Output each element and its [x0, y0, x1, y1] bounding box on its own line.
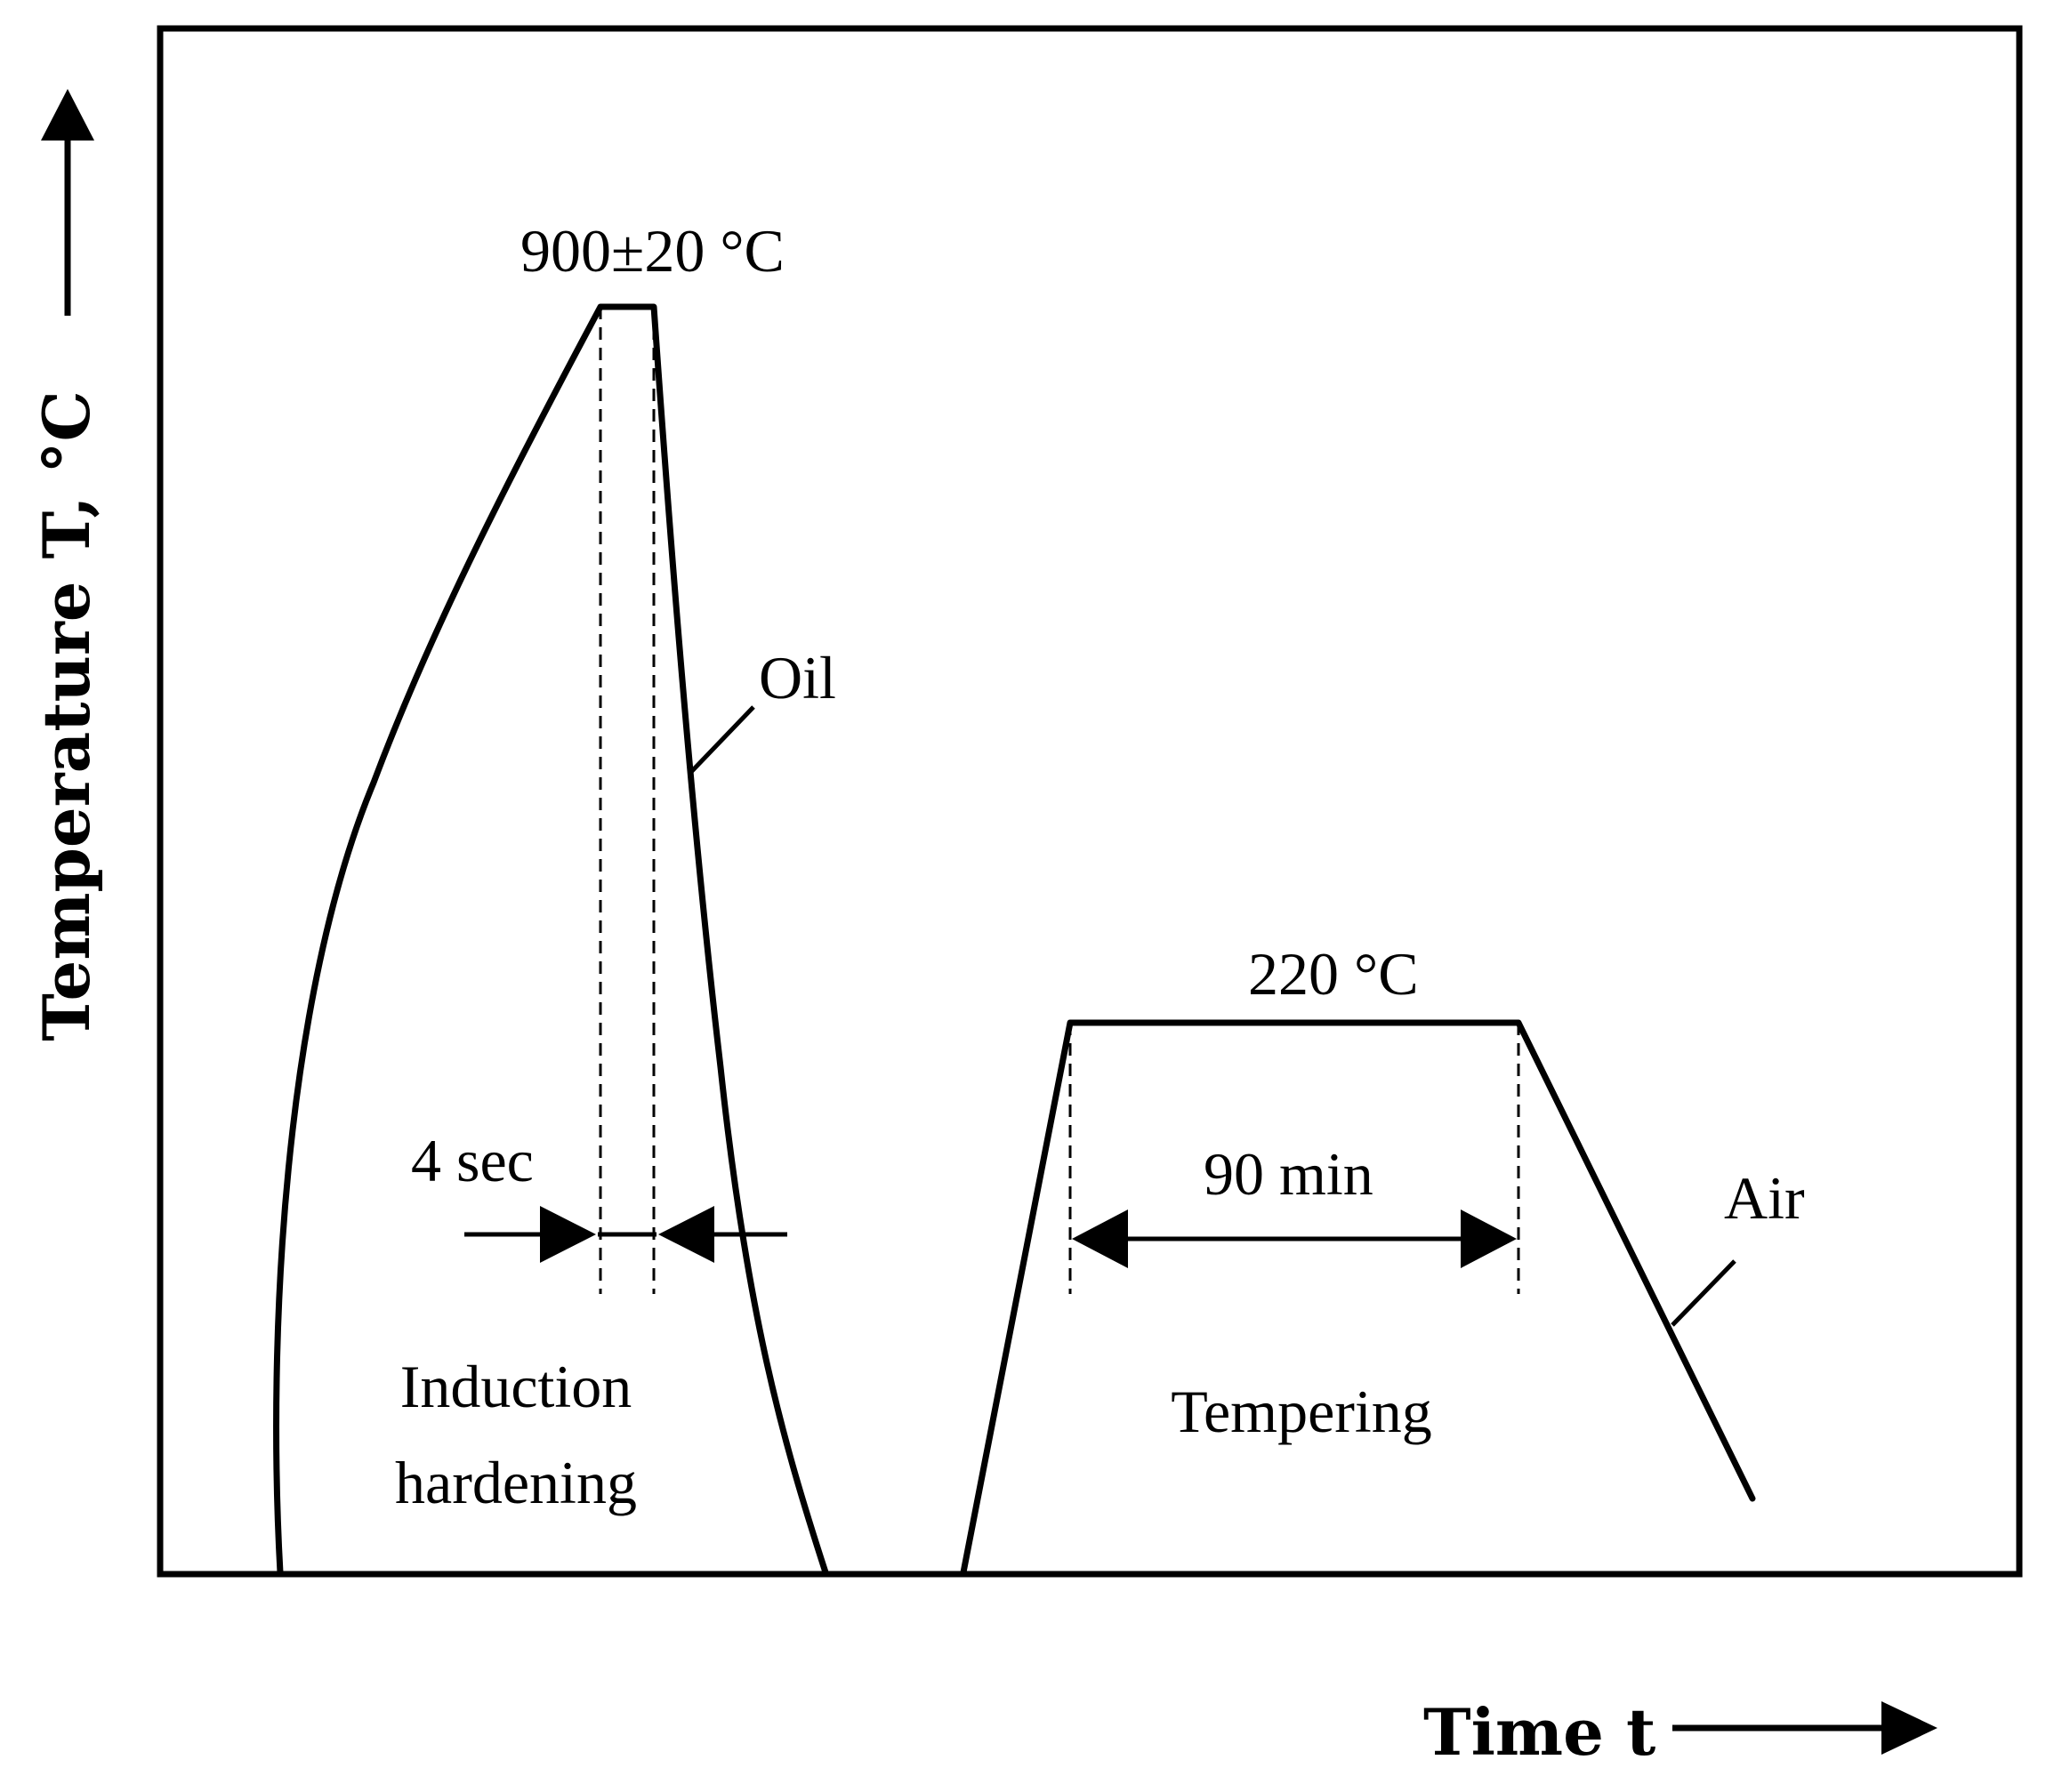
- tempering-stage-label: Tempering: [1171, 1378, 1432, 1445]
- induction-label-line1: Induction: [400, 1353, 632, 1420]
- air-leader-line: [1671, 1259, 1736, 1327]
- induction-label-line2: hardening: [395, 1449, 637, 1516]
- oil-label: Oil: [759, 644, 836, 711]
- x-axis-arrow: [1672, 1701, 1937, 1755]
- tempering-hold-label: 90 min: [1204, 1140, 1373, 1208]
- air-label: Air: [1724, 1164, 1805, 1232]
- tempering-temperature-label: 220 °C: [1248, 940, 1419, 1008]
- plot-frame: [157, 25, 2023, 1578]
- hold-time-label: 4 sec: [411, 1127, 534, 1194]
- hold-duration-arrows: [464, 1206, 787, 1263]
- oil-leader-line: [688, 705, 755, 775]
- y-axis-arrow: [41, 89, 94, 316]
- tempering-duration-arrow: [1072, 1209, 1517, 1268]
- peak-temperature-label: 900±20 °C: [520, 217, 785, 285]
- tempering-curve: [960, 1019, 1756, 1576]
- x-axis-label: Time t: [1423, 1694, 1655, 1770]
- y-axis-label: Temperature T, °C: [28, 390, 104, 1041]
